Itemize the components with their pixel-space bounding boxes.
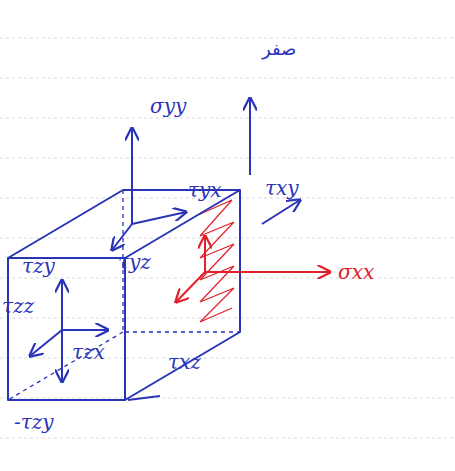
stress-label: τzz: [2, 296, 34, 316]
stress-label: -τzy: [14, 412, 54, 432]
stress-label: τxy: [265, 178, 299, 198]
hatching: [198, 200, 234, 322]
cube-outline: [8, 190, 240, 400]
stress-label: τzx: [72, 342, 105, 362]
stress-label: τzy: [22, 256, 55, 276]
notebook-lines: [0, 38, 455, 438]
normal-stress-arrows: [176, 236, 330, 302]
stress-label: σyy: [150, 96, 186, 116]
hidden-edges: [8, 190, 240, 400]
stress-label: σxx: [338, 262, 374, 282]
stress-label: τxz: [168, 352, 201, 372]
stress-label: τyz: [118, 252, 151, 272]
stress-label: τyx: [188, 180, 222, 200]
stress-arrows: [30, 98, 300, 400]
stress-label: صفر: [262, 40, 296, 58]
